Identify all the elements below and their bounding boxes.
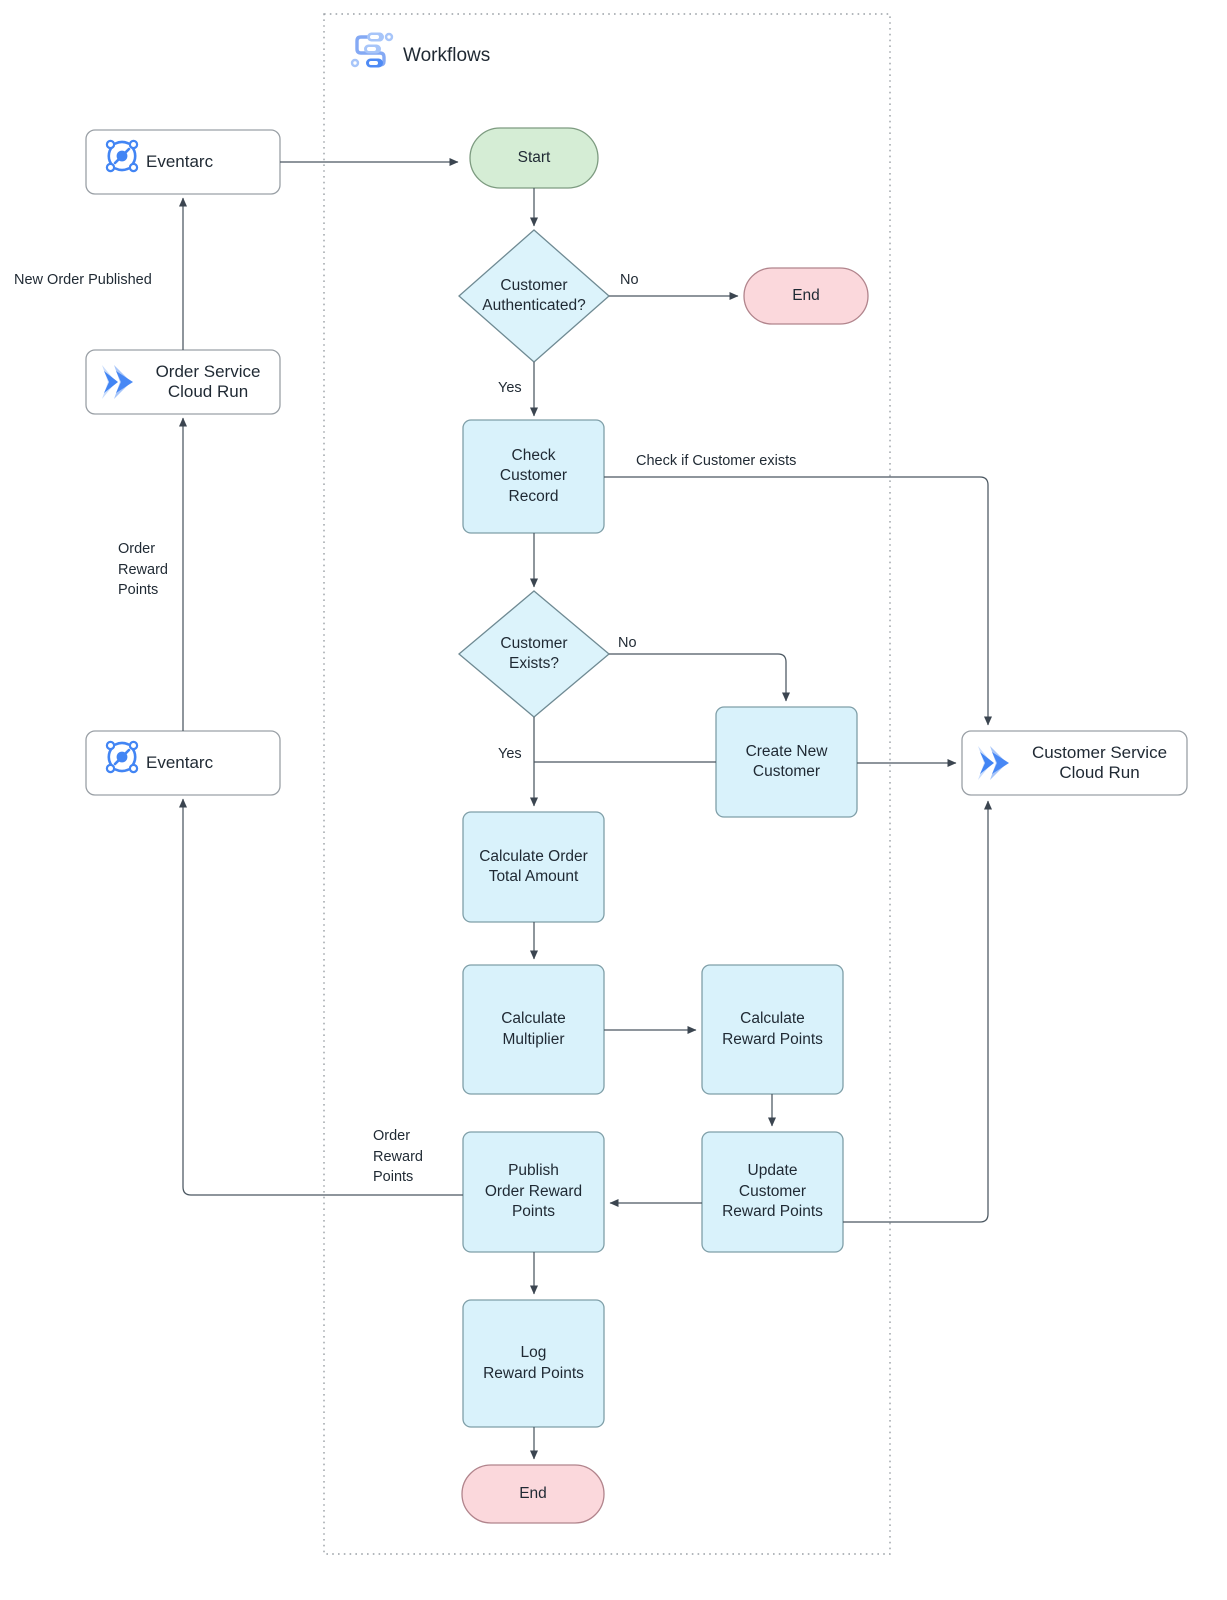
log-reward-points-shape[interactable] [462,1299,605,1428]
end-final-shape[interactable] [461,1464,605,1524]
edge-label-auth-no: No [620,272,639,288]
edge-label-exists-yes: Yes [498,746,522,762]
edge-publish-to-eventarc-bottom [179,798,463,1196]
workflows-icon [350,32,394,68]
edge-label-exists-no: No [618,635,637,651]
customer-exists-shape[interactable] [457,590,611,718]
calculate-reward-points-shape[interactable] [701,964,844,1095]
calculate-multiplier-shape[interactable] [462,964,605,1095]
calculate-order-total-shape[interactable] [462,811,605,923]
end-unauth-shape[interactable] [743,267,869,325]
edge-check-to-customer-service [604,476,992,726]
cloud-run-icon [978,746,1009,780]
edge-update-to-customer-service [843,800,992,1223]
edge-label-auth-yes: Yes [498,380,522,396]
eventarc-icon [105,740,139,774]
create-new-customer-shape[interactable] [715,706,858,818]
edge-label-order-reward-points-lower: Order Reward Points [373,1128,423,1185]
customer-authenticated-shape[interactable] [458,229,610,363]
cloud-run-icon [102,365,133,399]
edge-exists-no-to-create [609,653,790,702]
edge-label-new-order-published: New Order Published [14,272,152,288]
eventarc-icon [105,139,139,173]
edge-label-order-reward-points-upper: Order Reward Points [118,541,168,598]
edge-label-check-if-customer-exists: Check if Customer exists [636,453,797,469]
check-customer-record-shape[interactable] [462,419,605,534]
customer-service-box[interactable] [961,730,1188,796]
workflows-group-label: Workflows [403,45,491,66]
update-customer-reward-points-shape[interactable] [701,1131,844,1253]
publish-order-reward-points-shape[interactable] [462,1131,605,1253]
start-shape[interactable] [469,127,599,189]
